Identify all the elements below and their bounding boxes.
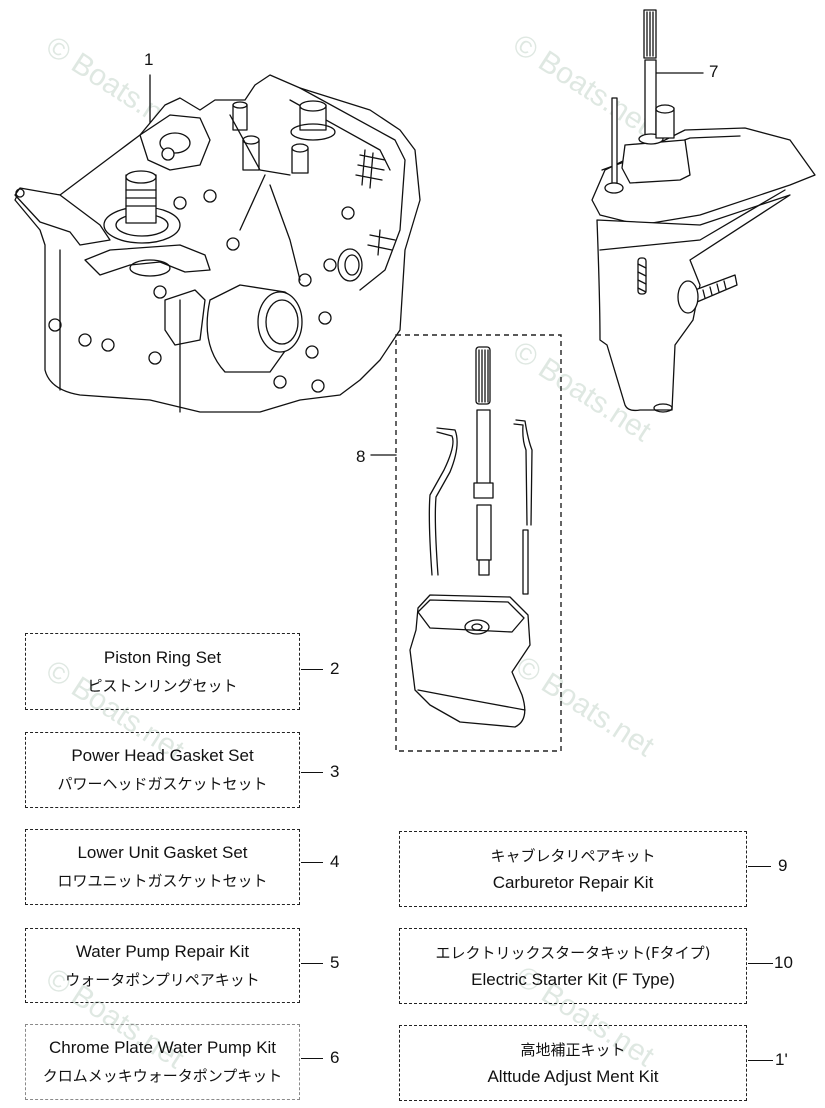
kit-10-leader <box>748 963 773 964</box>
kit-4-leader <box>301 862 323 863</box>
kit-name-en: Water Pump Repair Kit <box>75 941 250 961</box>
kit-5-leader <box>301 963 323 964</box>
kit-9-number[interactable]: 9 <box>778 856 788 875</box>
drive-shaft-kit-drawing <box>409 346 533 728</box>
kit-name-ja: キャブレタリペアキット <box>490 846 656 865</box>
kit-3-number[interactable]: 3 <box>330 762 340 781</box>
kit-name-ja: ウォータポンプリペアキット <box>65 970 260 989</box>
callout-8-label[interactable]: 8 <box>356 447 366 466</box>
kit-box-water-pump-repair-kit[interactable]: Water Pump Repair Kit ウォータポンプリペアキット <box>25 928 300 1003</box>
kit-11-leader <box>748 1060 773 1061</box>
kit-6-number[interactable]: 6 <box>330 1048 340 1067</box>
kit-8-dashed-frame <box>395 334 562 752</box>
kit-box-altitude-adjustment-kit[interactable]: 高地補正キット Alttude Adjust Ment Kit <box>399 1025 747 1101</box>
kit-box-electric-starter-kit[interactable]: エレクトリックスタータキット(Fタイプ) Electric Starter Ki… <box>399 928 747 1004</box>
kit-box-carburetor-repair-kit[interactable]: キャブレタリペアキット Carburetor Repair Kit <box>399 831 747 907</box>
kit-9-leader <box>748 866 771 867</box>
kit-name-ja: 高地補正キット <box>520 1040 626 1059</box>
lower-unit-drawing <box>591 9 816 413</box>
kit-name-ja: ピストンリングセット <box>87 676 238 695</box>
kit-name-en: Electric Starter Kit (F Type) <box>471 969 675 989</box>
kit-4-number[interactable]: 4 <box>330 852 340 871</box>
kit-5-number[interactable]: 5 <box>330 953 340 972</box>
kit-name-ja: エレクトリックスタータキット(Fタイプ) <box>435 943 711 962</box>
kit-name-en: Power Head Gasket Set <box>71 746 254 765</box>
callout-7-label[interactable]: 7 <box>709 62 719 81</box>
kit-name-en: Lower Unit Gasket Set <box>77 843 248 862</box>
kit-2-leader <box>301 669 323 670</box>
kit-2-number[interactable]: 2 <box>330 659 340 678</box>
callout-1-label[interactable]: 1 <box>144 50 154 69</box>
kit-name-ja: パワーヘッドガスケットセット <box>57 775 268 793</box>
kit-box-chrome-plate-water-pump-kit[interactable]: Chrome Plate Water Pump Kit クロムメッキウォータポン… <box>25 1024 300 1100</box>
kit-box-lower-unit-gasket-set[interactable]: Lower Unit Gasket Set ロワユニットガスケットセット <box>25 829 300 905</box>
kit-11-number[interactable]: 1' <box>775 1050 788 1069</box>
kit-name-ja: ロワユニットガスケットセット <box>57 872 268 890</box>
kit-name-ja: クロムメッキウォータポンプキット <box>42 1067 283 1085</box>
kit-10-number[interactable]: 10 <box>774 953 793 972</box>
kit-box-piston-ring-set[interactable]: Piston Ring Set ピストンリングセット <box>25 633 300 710</box>
kit-name-en: Carburetor Repair Kit <box>492 872 654 892</box>
kit-6-leader <box>301 1058 323 1059</box>
kit-box-power-head-gasket-set[interactable]: Power Head Gasket Set パワーヘッドガスケットセット <box>25 732 300 808</box>
kit-3-leader <box>301 772 323 773</box>
kit-name-en: Chrome Plate Water Pump Kit <box>48 1038 277 1057</box>
kit-name-en: Alttude Adjust Ment Kit <box>487 1066 659 1086</box>
kit-name-en: Piston Ring Set <box>103 647 222 667</box>
power-head-drawing <box>14 74 421 413</box>
